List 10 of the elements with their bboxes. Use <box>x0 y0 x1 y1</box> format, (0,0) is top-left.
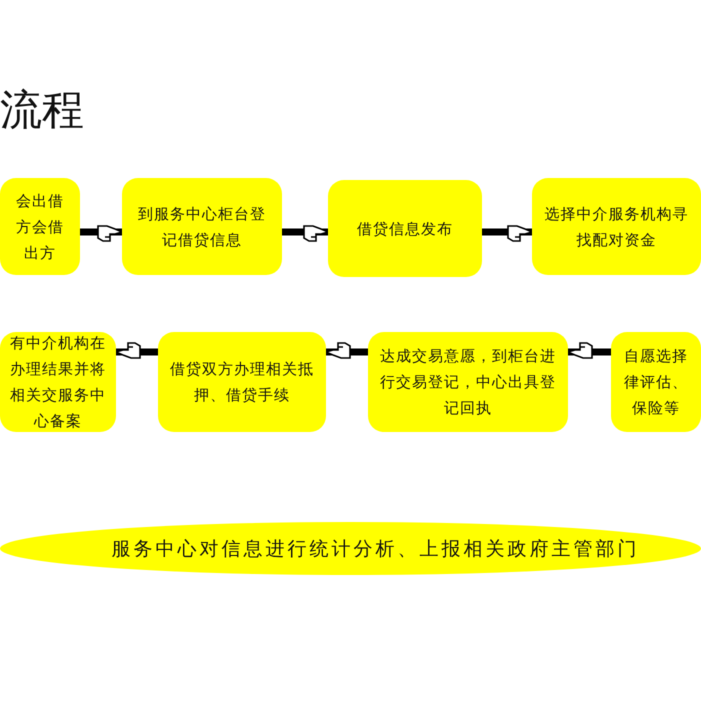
process-box: 选择中介服务机构寻找配对资金 <box>532 178 701 275</box>
process-box: 借贷信息发布 <box>328 180 482 277</box>
process-box: 到服务中心柜台登记借贷信息 <box>122 178 282 275</box>
title: 流程 <box>0 84 84 136</box>
process-box: 借贷双方办理相关抵押、借贷手续 <box>158 332 326 432</box>
banner-box: 服务中心对信息进行统计分析、上报相关政府主管部门 <box>0 522 701 575</box>
process-box: 会出借方会借出方 <box>0 178 80 275</box>
process-box: 有中介机构在办理结果并将相关交服务中心备案 <box>0 332 116 432</box>
process-box: 自愿选择律评估、保险等 <box>611 332 701 432</box>
process-box: 达成交易意愿，到柜台进行交易登记，中心出具登记回执 <box>368 332 568 432</box>
